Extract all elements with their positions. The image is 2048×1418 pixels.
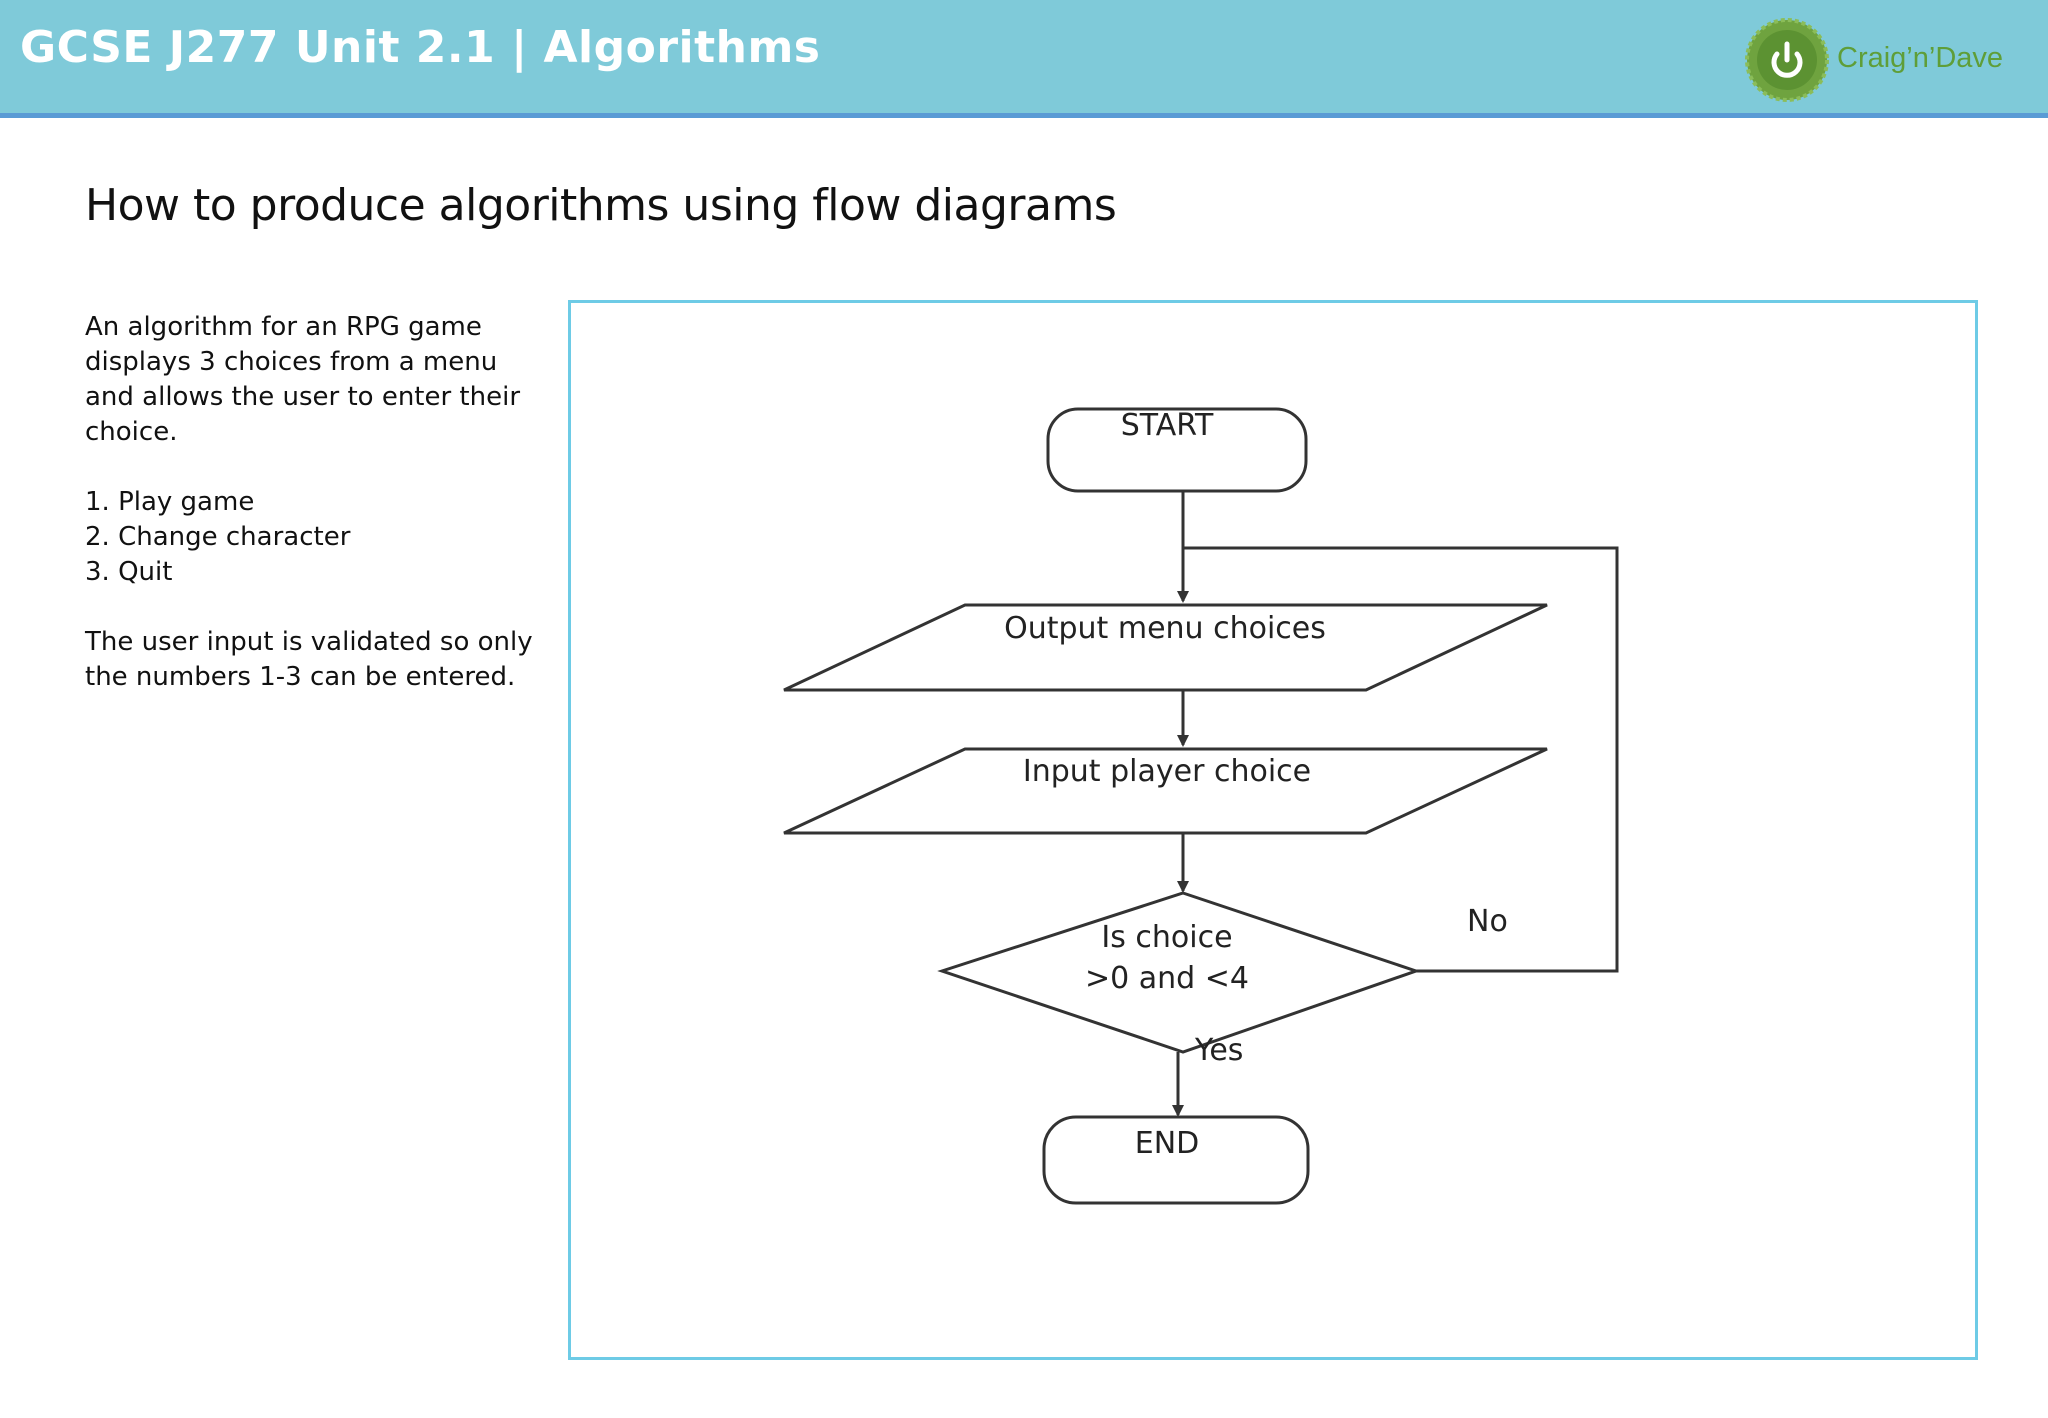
input-parallelogram (783, 747, 1548, 835)
no-label: No (1467, 904, 1508, 939)
start-terminator (1046, 407, 1308, 493)
power-badge-icon (1745, 18, 1829, 102)
logo-text: Craig’n’Dave (1837, 42, 2004, 74)
decision-label-line2: >0 and <4 (1085, 961, 1249, 996)
end-terminator (1042, 1115, 1310, 1205)
menu-list: 1. Play game 2. Change character 3. Quit (85, 485, 535, 590)
no-loop-connector (1183, 546, 1619, 973)
decision-label-line1: Is choice (1101, 920, 1232, 955)
intro-text: An algorithm for an RPG game displays 3 … (85, 312, 521, 447)
validation-note: The user input is validated so only the … (85, 627, 533, 692)
flowchart-frame: START Output menu choices Input player c… (568, 300, 1978, 1360)
output-label: Output menu choices (1004, 611, 1326, 646)
end-label: END (1135, 1126, 1200, 1161)
decision-diamond (937, 891, 1421, 1054)
yes-label: Yes (1194, 1033, 1243, 1068)
craig-n-dave-logo: Craig’n’Dave (1745, 18, 2045, 102)
start-label: START (1121, 408, 1214, 443)
menu-item: 2. Change character (85, 522, 351, 552)
slide-title: How to produce algorithms using flow dia… (85, 180, 1117, 231)
menu-item: 3. Quit (85, 557, 173, 587)
input-label: Input player choice (1023, 754, 1311, 789)
header-bar: GCSE J277 Unit 2.1 | Algorithms Craig’n’… (0, 0, 2048, 118)
header-title: GCSE J277 Unit 2.1 | Algorithms (20, 22, 821, 73)
output-parallelogram (783, 603, 1548, 692)
menu-item: 1. Play game (85, 487, 255, 517)
flowchart: START Output menu choices Input player c… (783, 407, 1619, 1205)
description-panel: An algorithm for an RPG game displays 3 … (85, 310, 535, 730)
